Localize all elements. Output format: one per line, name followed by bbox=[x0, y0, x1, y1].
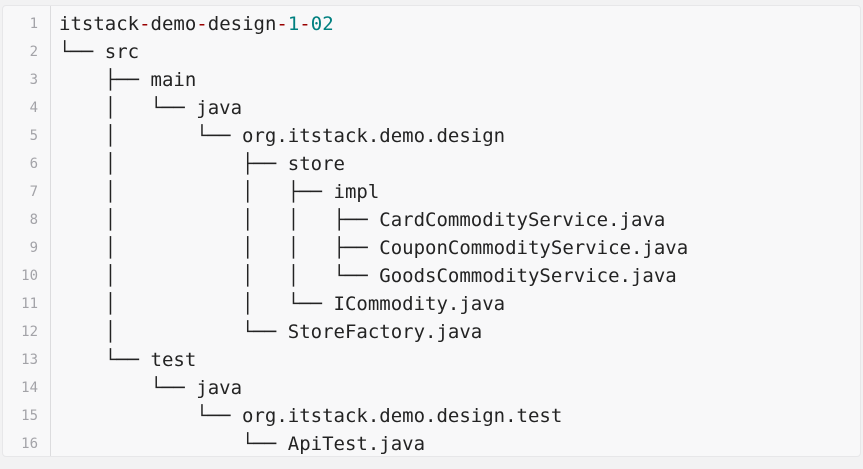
code-text: │ └── org.itstack.demo.design bbox=[59, 125, 506, 147]
line-number: 7 bbox=[29, 184, 38, 200]
line-number: 4 bbox=[29, 100, 38, 116]
token-number: 1 bbox=[287, 13, 300, 35]
code-text: │ │ │ └── GoodsCommodityService.java bbox=[59, 265, 677, 287]
code-text: │ │ │ ├── CouponCommodityService.java bbox=[59, 237, 689, 259]
token-number: 02 bbox=[310, 13, 334, 35]
line-number: 13 bbox=[21, 352, 38, 368]
code-line: └── org.itstack.demo.design.test bbox=[59, 402, 860, 430]
line-number: 9 bbox=[29, 240, 38, 256]
code-text: └── ApiTest.java bbox=[59, 433, 426, 455]
code-text: │ │ ├── impl bbox=[59, 181, 380, 203]
code-text: └── test bbox=[59, 349, 197, 371]
code-line: └── java bbox=[59, 374, 860, 402]
code-text: │ ├── store bbox=[59, 153, 345, 175]
line-number: 3 bbox=[29, 72, 38, 88]
line-number: 10 bbox=[21, 268, 38, 284]
token-operator: - bbox=[196, 13, 208, 35]
code-text: itstack bbox=[59, 13, 140, 35]
code-line: ├── main bbox=[59, 66, 860, 94]
code-text: │ │ └── ICommodity.java bbox=[59, 293, 506, 315]
line-number: 12 bbox=[21, 324, 38, 340]
code-line: └── test bbox=[59, 346, 860, 374]
code-line: │ │ ├── impl bbox=[59, 178, 860, 206]
token-operator: - bbox=[139, 13, 151, 35]
code-text: │ │ │ ├── CardCommodityService.java bbox=[59, 209, 666, 231]
code-line: │ └── org.itstack.demo.design bbox=[59, 122, 860, 150]
code-line: │ └── StoreFactory.java bbox=[59, 318, 860, 346]
line-number: 8 bbox=[29, 212, 38, 228]
code-text: design bbox=[207, 13, 277, 35]
code-line: │ │ │ ├── CardCommodityService.java bbox=[59, 206, 860, 234]
code-line: itstack-demo-design-1-02 bbox=[59, 10, 860, 38]
line-number: 16 bbox=[21, 436, 38, 452]
line-number: 2 bbox=[29, 44, 38, 60]
code-text: └── src bbox=[59, 41, 140, 63]
code-line: │ │ │ └── GoodsCommodityService.java bbox=[59, 262, 860, 290]
line-number: 14 bbox=[21, 380, 38, 396]
code-area: itstack-demo-design-1-02└── src ├── main… bbox=[51, 6, 860, 456]
code-line: └── ApiTest.java bbox=[59, 430, 860, 456]
code-line: │ │ └── ICommodity.java bbox=[59, 290, 860, 318]
code-line: │ ├── store bbox=[59, 150, 860, 178]
code-text: demo bbox=[150, 13, 197, 35]
code-line: └── src bbox=[59, 38, 860, 66]
line-number: 1 bbox=[29, 16, 38, 32]
token-operator: - bbox=[276, 13, 288, 35]
line-number: 5 bbox=[29, 128, 38, 144]
line-number: 6 bbox=[29, 156, 38, 172]
code-text: │ └── java bbox=[59, 97, 243, 119]
code-text: └── java bbox=[59, 377, 243, 399]
code-text: │ └── StoreFactory.java bbox=[59, 321, 483, 343]
token-operator: - bbox=[299, 13, 311, 35]
line-number: 11 bbox=[21, 296, 38, 312]
code-text: ├── main bbox=[59, 69, 197, 91]
code-line: │ └── java bbox=[59, 94, 860, 122]
code-text: └── org.itstack.demo.design.test bbox=[59, 405, 563, 427]
code-line: │ │ │ ├── CouponCommodityService.java bbox=[59, 234, 860, 262]
line-number: 15 bbox=[21, 408, 38, 424]
